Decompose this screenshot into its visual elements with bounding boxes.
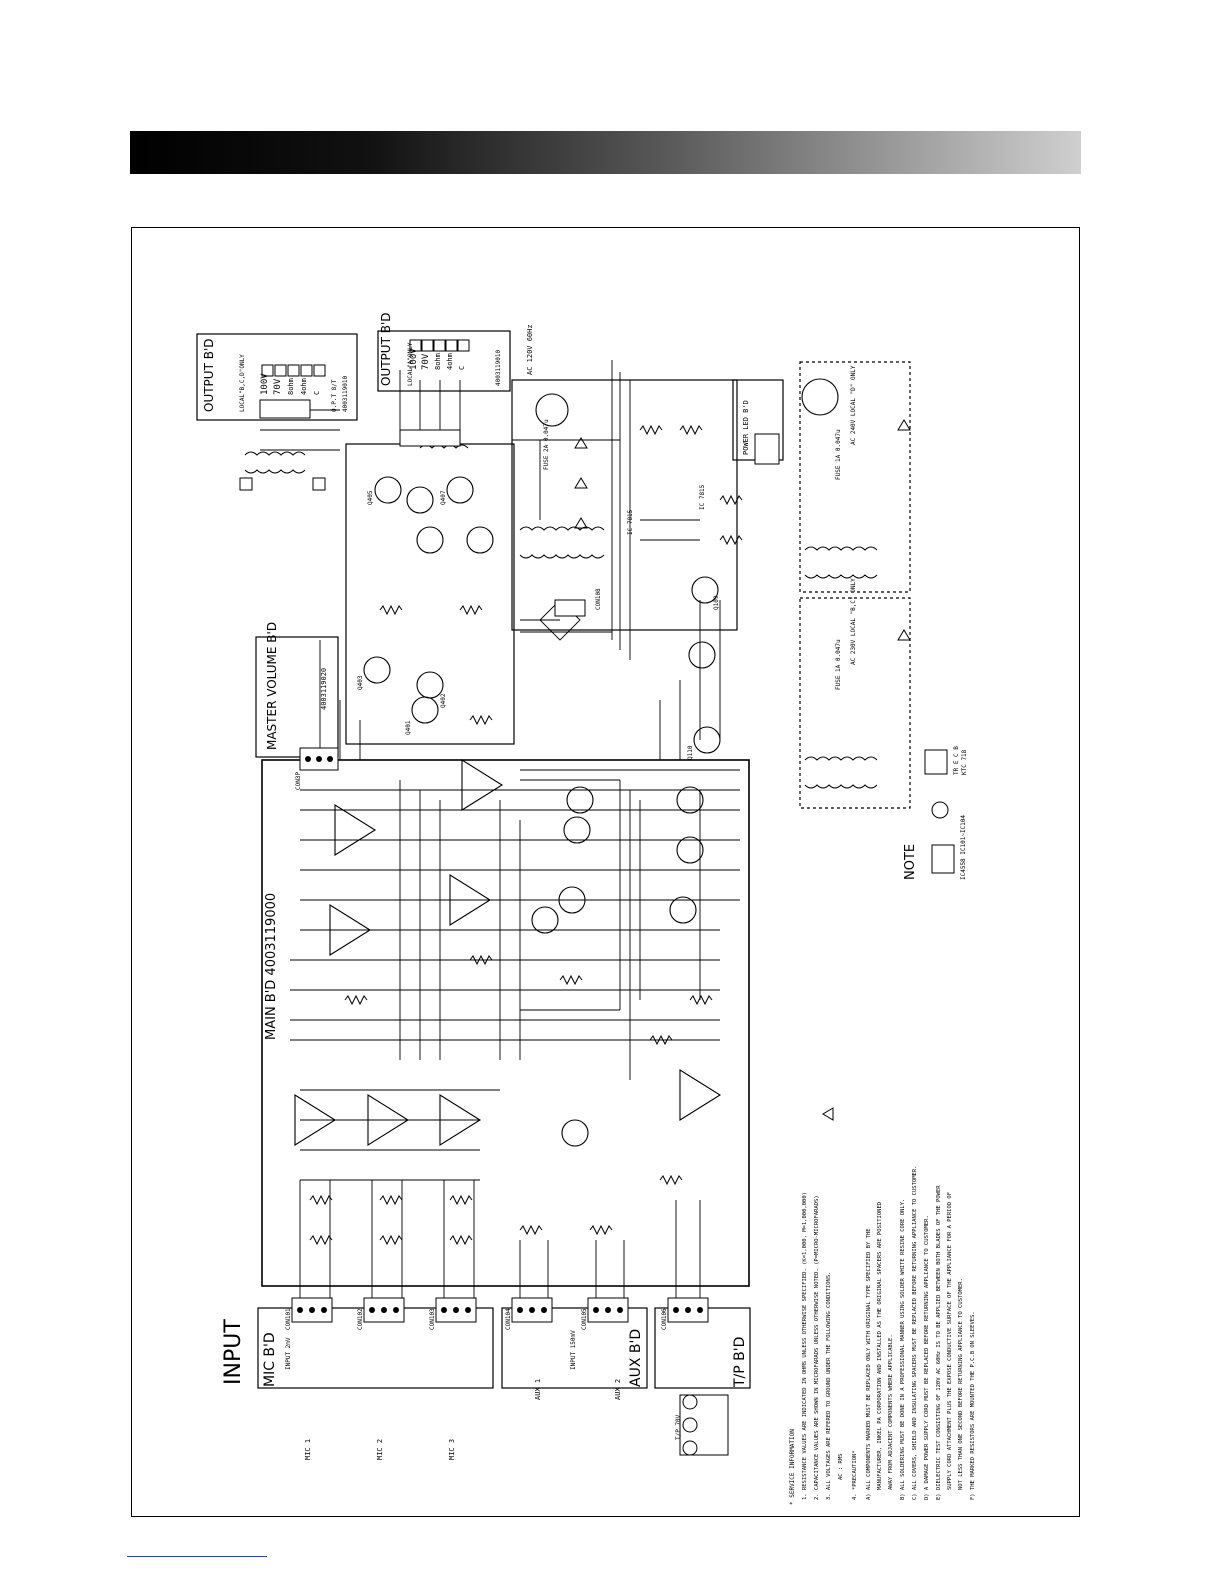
mic-board-label: MIC B'D (262, 1332, 278, 1387)
output-board-1-label: OUTPUT B'D (202, 339, 216, 413)
note-ic-drawings (924, 749, 955, 874)
input-label: INPUT 150mV (570, 1330, 577, 1370)
terminal-label: 8ohm (434, 353, 442, 370)
op-amps (294, 759, 722, 1146)
schematic-frame (131, 227, 1080, 1517)
fuse-main-label: FUSE 2A 0.047u (543, 419, 550, 470)
parts-note-tr-type: KTC 718 (961, 749, 968, 775)
wiring-traces (260, 360, 740, 1308)
terminal-label: 70V (421, 353, 431, 370)
connector-label: CON3P (295, 772, 302, 790)
tp-terminals (682, 1394, 698, 1456)
terminal-label: 8ohm (287, 378, 295, 395)
service-info-line: A) ALL COMPONENTS MARKED MUST BE REPLACE… (866, 1228, 872, 1500)
terminal-label: C (313, 391, 321, 395)
input-label: INPUT 2mV (285, 1337, 292, 1370)
master-volume-code: 4003119020 (320, 668, 328, 710)
connector-label: CON105 (581, 1308, 588, 1330)
tp-board-label: T/P B'D (732, 1337, 748, 1388)
service-info-line: 2. CAPACITANCE VALUES ARE SHOWN IN MICRO… (814, 1195, 820, 1500)
ac-alt-1-label: AC 230V LOCAL "B,C" ONLY (850, 578, 857, 665)
output-terminals (239, 339, 470, 491)
ac-main-label: AC 120V 60Hz (526, 324, 534, 375)
service-info-title: * SERVICE INFORMATION (789, 1429, 796, 1505)
service-info-line: 3. ALL VOLTAGES ARE REFERED TO GROUND UN… (826, 1272, 832, 1500)
transistor-label: Q407 (440, 490, 447, 505)
transistor-label: Q401 (405, 720, 412, 735)
power-led-label: POWER LED B'D (742, 400, 750, 455)
connector-label: CON103 (429, 1308, 436, 1330)
regulator-label: IC 7815 (627, 509, 634, 535)
service-info-line: NOT LESS THAN ONE SECOND BEFORE RETURNIN… (958, 1278, 964, 1490)
service-info-line: AWAY FROM ADJACENT COMPONENTS WHERE APPL… (888, 1334, 894, 1490)
service-info-line: MANUFACTURER, INKEL PA CORPORATION AND I… (877, 1202, 883, 1490)
output-board-2-label: OUTPUT B'D (379, 313, 393, 387)
warning-triangles (574, 419, 911, 1121)
service-info-line: AC : RMS (838, 1454, 844, 1481)
output-board-1-code: 4003119010 (342, 375, 349, 412)
input-label: MIC 3 (448, 1439, 456, 1460)
terminal-label: C (458, 366, 466, 370)
output-board-2-box (377, 330, 511, 392)
fuse-alt-1-label: FUSE 1A 0.047u (835, 429, 842, 480)
resistor-symbols (309, 425, 743, 1245)
service-info-line: D) A DAMAGE POWER SUPPLY CORD MUST BE RE… (924, 1215, 930, 1500)
opt-label: O.P.T 8/T (331, 379, 338, 412)
service-info-line: 1. RESISTANCE VALUES ARE INDICATED IN OH… (802, 1192, 808, 1500)
header-gradient-bar (130, 131, 1081, 174)
connector-blocks (259, 399, 780, 1456)
parts-note-tr: TR E C B (953, 746, 960, 775)
regulator-label: IC 7815 (699, 484, 706, 510)
parts-note-ic: IC4558 IC101~IC104 (960, 815, 967, 880)
input-label: MIC 1 (304, 1439, 312, 1460)
connector-label: CON106 (661, 1308, 668, 1330)
output-board-2-code: 4003119010 (495, 349, 502, 386)
alt-transformer-2 (799, 597, 911, 809)
connector-pins (297, 756, 703, 1313)
power-supply-region (511, 379, 738, 631)
output-board-2-local: LOCAL"A"ONLY (407, 342, 414, 386)
output-board-1-local: LOCAL"B,C,D"ONLY (239, 354, 246, 412)
transistor-symbols (363, 378, 839, 1147)
transistor-label: Q402 (440, 693, 447, 708)
service-info-line: B) ALL SOLDERING MUST BE DONE IN A PROFE… (900, 1199, 906, 1500)
service-info-line: 4. *PRECAUTION* (852, 1450, 858, 1500)
terminal-label: 70V (273, 378, 283, 395)
input-label: AUX 2 (614, 1379, 622, 1400)
service-info-line: SUPPLY CORD ATTACHMENT PLUS THE EXPOSE C… (947, 1192, 953, 1490)
master-volume-label: MASTER VOLUME B'D (265, 622, 279, 750)
input-label: MIC 2 (376, 1439, 384, 1460)
aux-board-label: AUX B'D (628, 1329, 644, 1387)
service-info-line: F) THE MARKED RESISTORS ARE MOUNTED THE … (970, 1311, 976, 1500)
transistor-label: Q109 (713, 595, 720, 610)
connector-label: CON104 (505, 1308, 512, 1330)
note-label: NOTE (903, 844, 918, 880)
transistor-label: Q403 (357, 675, 364, 690)
connector-label: CON102 (357, 1308, 364, 1330)
alt-transformer-1 (799, 361, 911, 593)
input-label: T/P 70V (675, 1414, 682, 1440)
power-amp-region (345, 443, 515, 745)
connector-label: CON101 (285, 1308, 292, 1330)
terminal-label: 4ohm (300, 378, 308, 395)
output-board-1-box (196, 333, 358, 421)
footer-link-underline (127, 1556, 267, 1557)
input-title: INPUT (221, 1319, 246, 1385)
fuse-alt-2-label: FUSE 1A 0.047u (835, 639, 842, 690)
aux-board-box (501, 1307, 648, 1389)
connector-label: CON108 (595, 588, 602, 610)
transistor-label: Q405 (367, 490, 374, 505)
service-info-line: E) DIELECTRIC TEST CONSISTING OF 120V AC… (936, 1185, 942, 1500)
transistor-label: Q110 (687, 745, 694, 760)
terminal-label: 100V (260, 373, 270, 395)
master-volume-box (255, 636, 339, 758)
ac-alt-2-label: AC 240V LOCAL "D" ONLY (850, 365, 857, 445)
main-board-label: MAIN B'D 4003119000 (264, 893, 279, 1040)
terminal-label: 100V (409, 348, 419, 370)
terminal-label: 4ohm (446, 353, 454, 370)
main-board-box (261, 759, 750, 1287)
service-info-line: C) ALL COVERS, SHIELD AND INSULATING SPA… (912, 1166, 918, 1500)
input-label: AUX 1 (534, 1379, 542, 1400)
